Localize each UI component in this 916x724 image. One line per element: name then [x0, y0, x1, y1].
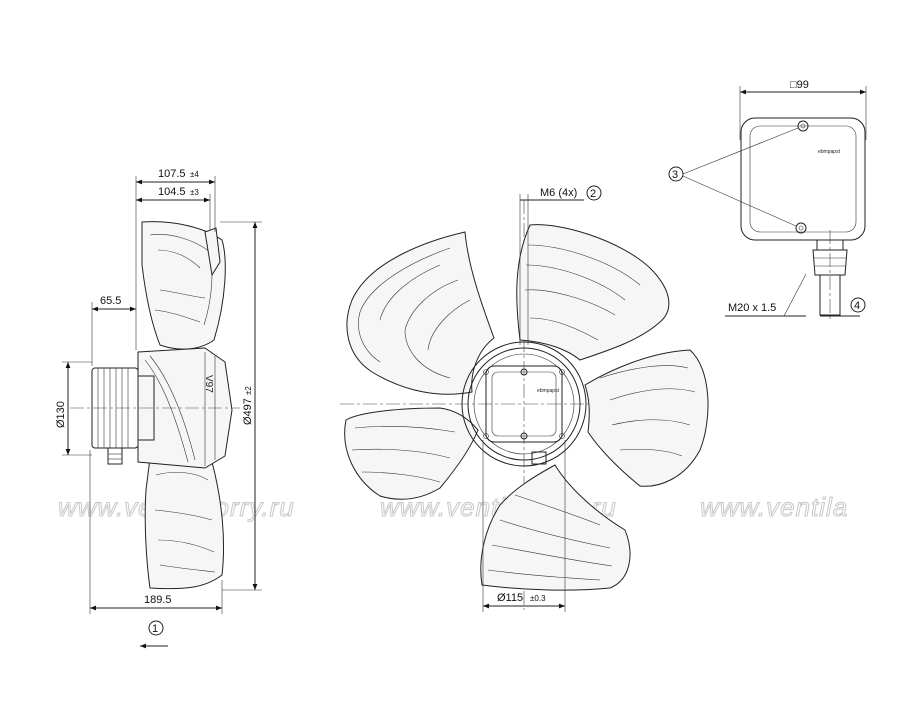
terminal-brand-label: ebmpapst: [818, 149, 841, 155]
gland-callout-number: 4: [854, 300, 860, 312]
dim-104-5: 104.5: [158, 186, 186, 198]
dim-fan-diameter: Ø497: [242, 398, 254, 425]
front-blade-2: [516, 224, 670, 361]
side-view: V97 107.5 ±4 104.5 ±3 65.5: [55, 168, 262, 649]
front-blade-1: [346, 231, 495, 395]
cable-gland-label: M20 x 1.5: [728, 302, 776, 314]
thread-callout: [586, 185, 602, 201]
dim-box-width: □99: [790, 79, 809, 91]
front-blade-3: [584, 349, 709, 487]
airflow-callout: [148, 620, 164, 636]
front-blade-5: [344, 407, 479, 500]
dim-65-5: 65.5: [100, 295, 121, 307]
dim-107-5-tolerance: ±4: [190, 170, 199, 179]
side-blade-upper: [141, 221, 226, 350]
screw-icon: [797, 120, 809, 132]
dim-center-diameter-tolerance: ±0.3: [530, 594, 546, 603]
dim-center-diameter: Ø115: [497, 592, 523, 604]
airflow-callout-number: 1: [152, 623, 158, 635]
side-rotor-label: V97: [203, 375, 214, 393]
screws-callout-number: 3: [672, 169, 678, 181]
front-view: ebmpapst M6 (4x) 2 Ø115 ±0.3: [340, 185, 709, 612]
terminal-box: [740, 117, 866, 241]
dim-104-5-tolerance: ±3: [190, 188, 199, 197]
dim-hub-diameter: Ø130: [55, 401, 67, 428]
thread-label: M6 (4x): [540, 187, 577, 199]
terminal-box-view: □99 ebmpapst 3 M20 x 1.5 4: [668, 79, 867, 322]
front-brand-label: ebmpapst: [537, 388, 560, 394]
screw-icon: [795, 222, 807, 234]
gland-callout: [850, 297, 866, 313]
dim-189-5: 189.5: [144, 594, 172, 606]
dim-fan-diameter-tolerance: ±2: [244, 386, 253, 395]
dim-107-5: 107.5: [158, 168, 186, 180]
thread-callout-number: 2: [590, 188, 596, 200]
front-blade-4: [480, 464, 631, 591]
watermark-text: www.ventila: [700, 492, 848, 522]
